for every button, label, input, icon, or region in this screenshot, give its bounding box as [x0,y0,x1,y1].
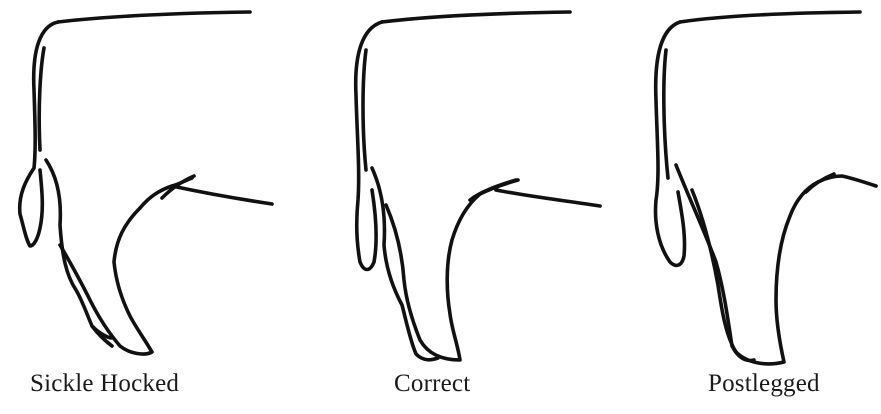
label-sickle-hocked: Sickle Hocked [30,370,179,398]
correct-leg-front [386,194,480,360]
postlegged-leg-drawing [620,0,881,414]
correct-leg-drawing [320,0,610,414]
sickle-hocked-tail-inner [39,48,44,150]
label-postlegged: Postlegged [708,370,820,398]
sickle-hocked-topline [58,12,250,22]
correct-leg-rear [372,168,438,360]
postlegged-topline [680,12,860,22]
correct-topline [382,12,570,22]
postlegged-leg-front [692,182,818,364]
panel-postlegged: Postlegged [620,0,881,414]
sickle-hocked-flank [140,178,272,208]
label-correct: Correct [394,370,470,398]
postlegged-stifle [806,174,834,192]
postlegged-tail [656,22,685,265]
sickle-hocked-leg-rear [46,160,112,338]
correct-tail-inner [363,50,366,170]
panel-sickle-hocked: Sickle Hocked [0,0,290,414]
correct-tail [356,22,382,270]
sickle-hocked-leg-front [60,208,152,354]
sickle-hocked-leg-drawing [0,0,290,414]
panel-correct: Correct [320,0,610,414]
correct-flank [480,180,600,206]
postlegged-tail-inner [664,50,668,178]
